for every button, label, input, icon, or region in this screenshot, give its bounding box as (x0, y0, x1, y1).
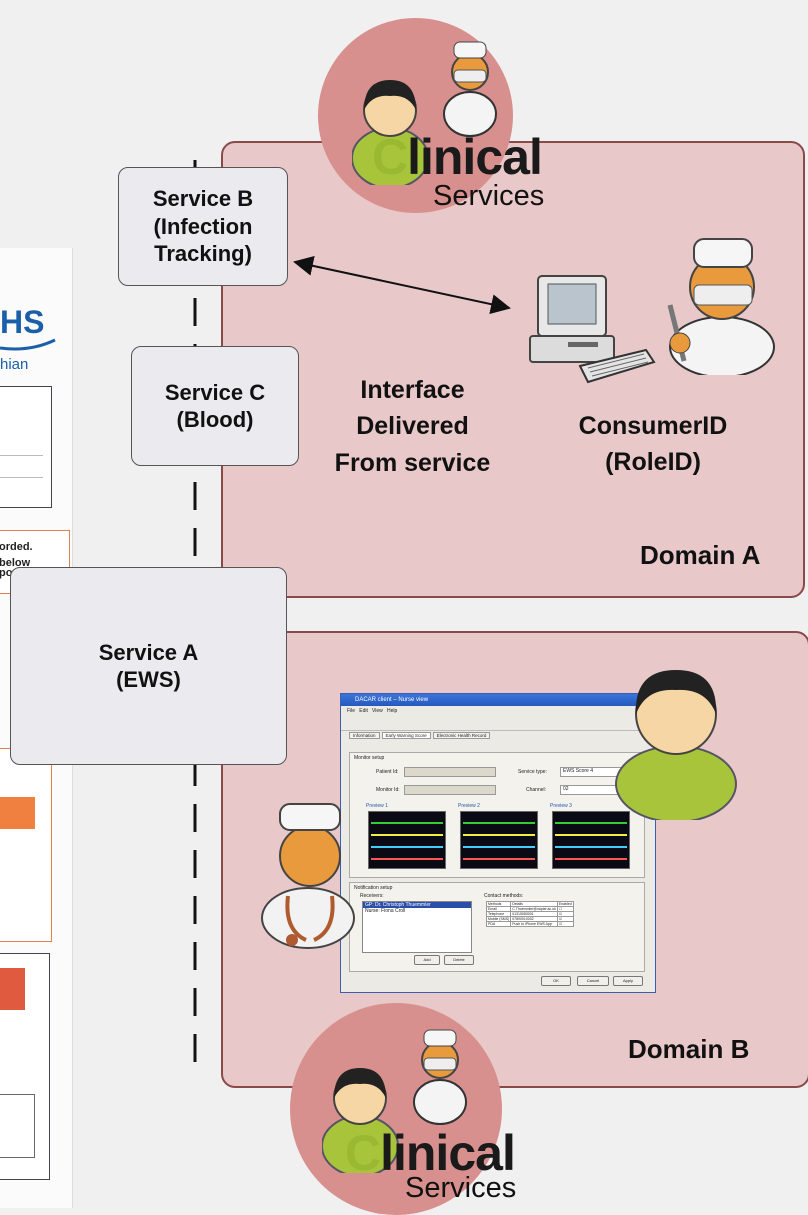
patient-woman-icon (615, 670, 737, 820)
services-wordmark-top: Services (433, 180, 545, 212)
form-box-middle (0, 748, 52, 942)
window-menubar: File Edit View Help (341, 706, 655, 716)
table-row[interactable]: Mobile (SMS)07890010002☑ (485, 916, 574, 922)
preview-monitor-1 (368, 811, 446, 869)
add-button[interactable]: Add (414, 955, 440, 965)
menu-help[interactable]: Help (386, 708, 398, 714)
doctor-consumer-icon (667, 238, 775, 375)
tab-information[interactable]: Information (349, 732, 380, 739)
receiver-item[interactable]: GP: Dr. Christoph Thuemmler (363, 902, 471, 908)
nurse-icon (261, 803, 355, 949)
menu-view[interactable]: View (372, 708, 383, 714)
service-a-box: Service A (EWS) (10, 567, 287, 765)
clinical-staff-icon-bottom (322, 1029, 467, 1173)
nhs-area-label: hian (0, 356, 29, 373)
preview-monitor-3 (552, 811, 630, 869)
monitor-id-field[interactable] (404, 785, 496, 795)
tab-electronic-health-record[interactable]: Electronic Health Record (432, 732, 491, 739)
domain-b-label: Domain B (628, 1034, 750, 1064)
tab-early-warning-score[interactable]: Early Warning Score (381, 732, 431, 739)
clinical-staff-icon-top (352, 41, 497, 185)
enabled-checkbox[interactable]: ☑ (556, 921, 574, 927)
menu-edit[interactable]: Edit (359, 708, 368, 714)
clinical-services-badge-bottom (290, 1003, 502, 1215)
menu-file[interactable]: File (347, 708, 356, 714)
patient-id-field[interactable] (404, 767, 496, 777)
window-title: DACAR client – Nurse view (341, 694, 655, 706)
ok-button[interactable]: OK (541, 976, 571, 986)
clinical-wordmark-bottom: Clinical (345, 1125, 516, 1181)
consumer-id-text: ConsumerID (RoleID) (578, 412, 728, 477)
receivers-list[interactable]: GP: Dr. Christoph Thuemmler Nurse: Fiona… (362, 901, 472, 953)
form-box-bottom (0, 953, 50, 1180)
service-b-consumer-arrow (293, 256, 511, 314)
apply-button[interactable]: Apply (613, 976, 643, 986)
nhs-form-image: HS hian orded. below po (0, 248, 73, 1208)
service-c-box: Service C (Blood) (131, 346, 299, 466)
services-wordmark-bottom: Services (405, 1172, 517, 1204)
domain-a-label: Domain A (640, 540, 761, 570)
nhs-swoosh-icon (0, 338, 56, 351)
cancel-button[interactable]: Cancel (577, 976, 609, 986)
dacar-client-window: DACAR client – Nurse view File Edit View… (340, 693, 656, 993)
service-b-box: Service B (Infection Tracking) (118, 167, 288, 286)
monitor-setup-panel: Monitor setup Patient Id: Monitor Id: Se… (349, 752, 645, 878)
nhs-logo: HS (0, 304, 45, 340)
delete-button[interactable]: Delete (444, 955, 474, 965)
window-toolbar (341, 716, 655, 731)
computer-icon (529, 275, 656, 384)
receiver-item[interactable]: Nurse: Fiona Croll (365, 908, 406, 914)
interface-delivered-text: Interface Delivered From service (334, 376, 491, 477)
form-box-top (0, 386, 52, 508)
clinical-wordmark-top: Clinical (372, 129, 543, 185)
notification-setup-panel: Notification setup Receivers: GP: Dr. Ch… (349, 882, 645, 972)
preview-monitor-2 (460, 811, 538, 869)
